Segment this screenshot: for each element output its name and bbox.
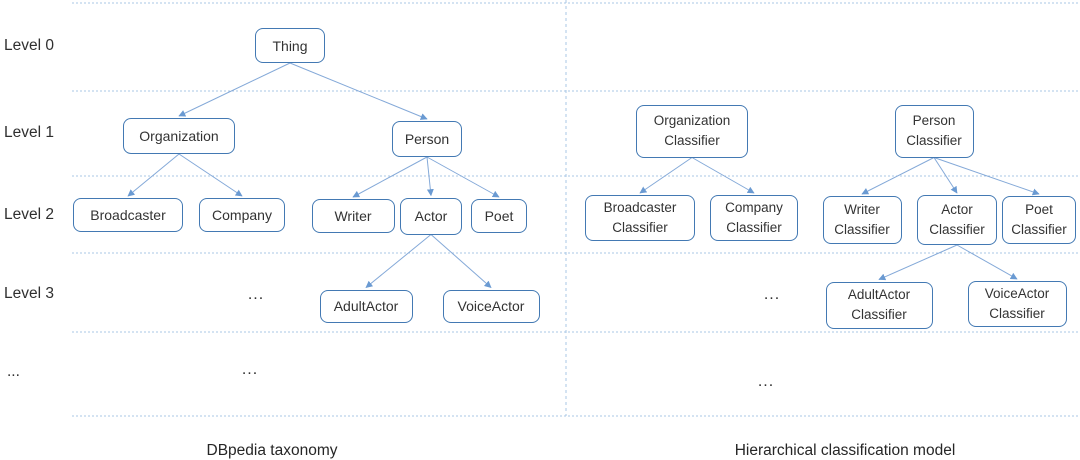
edge-actor-voiceactor <box>430 234 492 288</box>
ellipsis-clf_bottom: ... <box>757 373 775 390</box>
edge-person_clf-poet_clf <box>933 157 1040 196</box>
tree-edges <box>127 62 1040 288</box>
level-label-1: Level 1 <box>4 124 54 141</box>
edge-actor_clf-voiceactor_clf <box>956 244 1018 280</box>
node-poet_clf: Poet Classifier <box>1002 196 1076 244</box>
ellipsis-tax_bottom: ... <box>241 361 259 378</box>
level-label-ellipsis: ... <box>7 363 20 380</box>
caption-hierarchical-model: Hierarchical classification model <box>734 442 956 459</box>
node-organization: Organization <box>123 118 235 154</box>
level-label-2: Level 2 <box>4 206 54 223</box>
edge-person-poet <box>426 156 500 198</box>
grid-lines <box>72 0 1080 417</box>
node-company_clf: Company Classifier <box>710 195 798 241</box>
node-writer_clf: Writer Classifier <box>822 196 902 244</box>
edge-person_clf-actor_clf <box>933 157 958 194</box>
edge-actor-adultactor <box>365 234 432 288</box>
edge-person_clf-writer_clf <box>861 157 935 195</box>
node-company: Company <box>199 198 285 232</box>
node-writer: Writer <box>311 199 395 233</box>
node-broadcaster: Broadcaster <box>73 198 183 232</box>
node-adultactor_clf: AdultActor Classifier <box>825 281 933 329</box>
edge-org_clf-broadcaster_clf <box>639 157 693 194</box>
edge-person-writer <box>352 156 428 198</box>
node-person: Person <box>392 121 462 157</box>
level-label-3: Level 3 <box>4 285 54 302</box>
edge-organization-company <box>178 153 243 197</box>
node-actor: Actor <box>400 197 462 235</box>
edge-thing-person <box>289 62 428 120</box>
node-actor_clf: Actor Classifier <box>917 195 997 245</box>
node-voiceactor: VoiceActor <box>442 289 540 323</box>
level-label-0: Level 0 <box>4 37 54 54</box>
node-thing: Thing <box>255 28 325 63</box>
node-adultactor: AdultActor <box>319 289 413 323</box>
edge-organization-broadcaster <box>127 153 180 197</box>
ellipsis-clf_l3: ... <box>763 286 781 303</box>
edge-person-actor <box>426 156 434 197</box>
node-voiceactor_clf: VoiceActor Classifier <box>967 281 1067 327</box>
node-poet: Poet <box>471 199 527 233</box>
edge-thing-organization <box>178 62 291 117</box>
edge-actor_clf-adultactor_clf <box>878 244 958 281</box>
node-person_clf: Person Classifier <box>894 104 974 158</box>
node-broadcaster_clf: Broadcaster Classifier <box>585 195 695 241</box>
edge-org_clf-company_clf <box>691 157 755 194</box>
caption-dbpedia-taxonomy: DBpedia taxonomy <box>206 442 338 459</box>
ellipsis-tax_l3: ... <box>247 286 265 303</box>
node-org_clf: Organization Classifier <box>636 104 748 158</box>
